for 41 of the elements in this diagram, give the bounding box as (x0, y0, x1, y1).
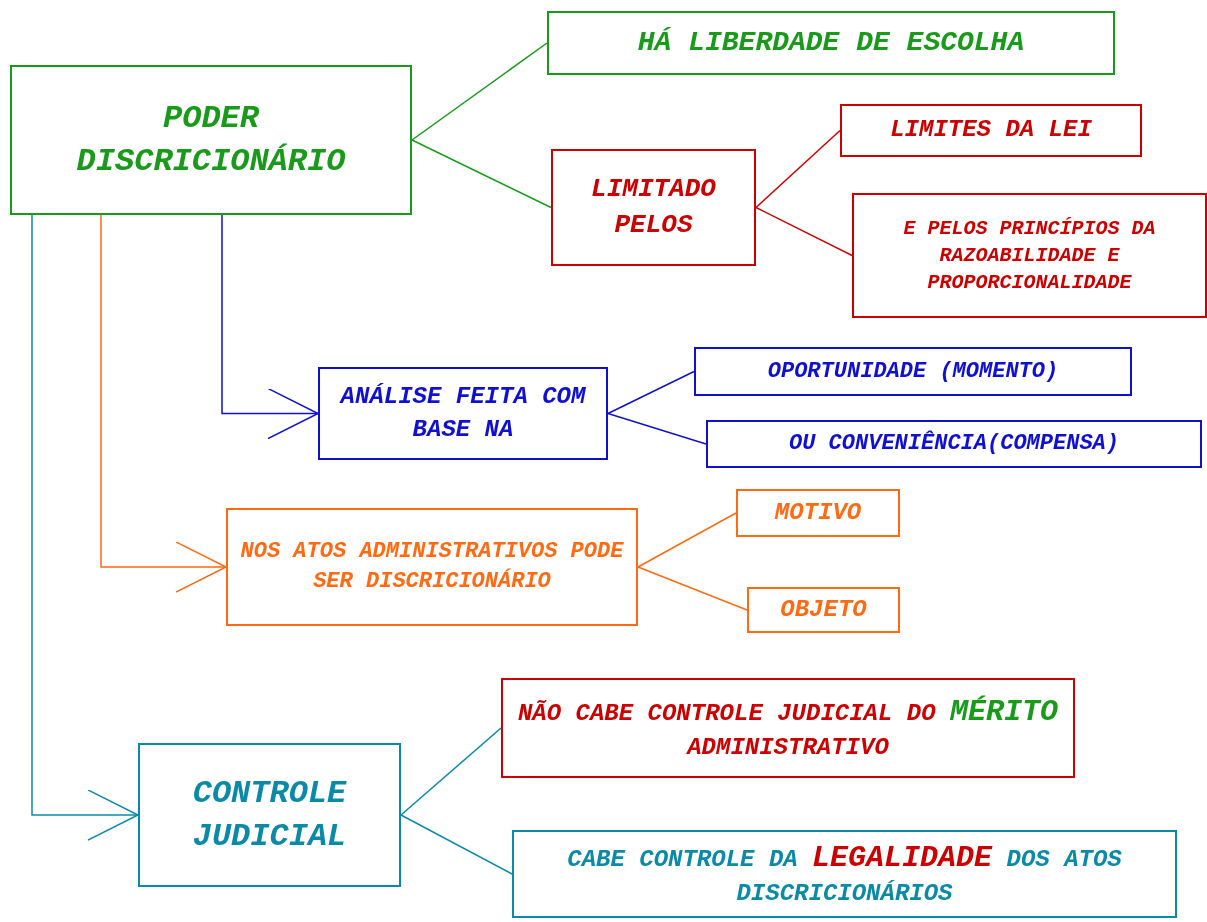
arrow (100, 214, 227, 593)
box-text: CABE CONTROLE DA LEGALIDADE DOS ATOS DISCRICIONÁRIOS (566, 839, 1123, 910)
arrow (31, 214, 139, 841)
box-text: OPORTUNIDADE (MOMENTO) (767, 357, 1059, 386)
connector-line (755, 129, 841, 209)
connector-line (400, 727, 502, 816)
concept-box (10, 65, 412, 215)
box-text: E PELOS PRINCÍPIOS DA RAZOABILIDADE E PROPORCIONALIDADE (902, 216, 1157, 296)
concept-box (551, 149, 756, 266)
connector-line (637, 512, 737, 568)
box-text: MOTIVO (774, 497, 862, 528)
box-text: OU CONVENIÊNCIA(COMPENSA) (788, 429, 1120, 459)
concept-box (547, 11, 1115, 75)
arrow (221, 214, 319, 440)
box-text: PODER DISCRICIONÁRIO (75, 98, 347, 182)
concept-box (706, 420, 1202, 468)
box-text: NOS ATOS ADMINISTRATIVOS PODE SER DISCRICIONÁRIO (239, 538, 625, 596)
concept-box (747, 587, 900, 633)
box-text: NÃO CABE CONTROLE JUDICIAL DO MÉRITO ADMINISTRATIVO (516, 693, 1060, 764)
connector-line (607, 412, 707, 445)
box-text: LIMITES DA LEI (890, 115, 1092, 146)
concept-box (840, 104, 1142, 157)
connector-line (607, 370, 695, 415)
box-text: LIMITADO PELOS (590, 173, 717, 242)
box-text: CONTROLE JUDICIAL (191, 773, 348, 857)
concept-box (318, 367, 608, 460)
concept-box (694, 347, 1132, 396)
connector-line (411, 139, 552, 209)
concept-box (736, 489, 900, 537)
concept-box (138, 743, 401, 887)
concept-box (512, 830, 1177, 918)
connector-line (411, 42, 548, 141)
connector-line (400, 814, 513, 875)
concept-box (501, 678, 1075, 778)
box-text: OBJETO (780, 594, 867, 625)
box-text: ANÁLISE FEITA COM BASE NA (338, 382, 587, 445)
concept-box (852, 193, 1207, 318)
concept-box (226, 508, 638, 626)
box-text: HÁ LIBERDADE DE ESCOLHA (637, 26, 1025, 61)
connector-line (637, 566, 748, 611)
connector-line (755, 206, 853, 257)
